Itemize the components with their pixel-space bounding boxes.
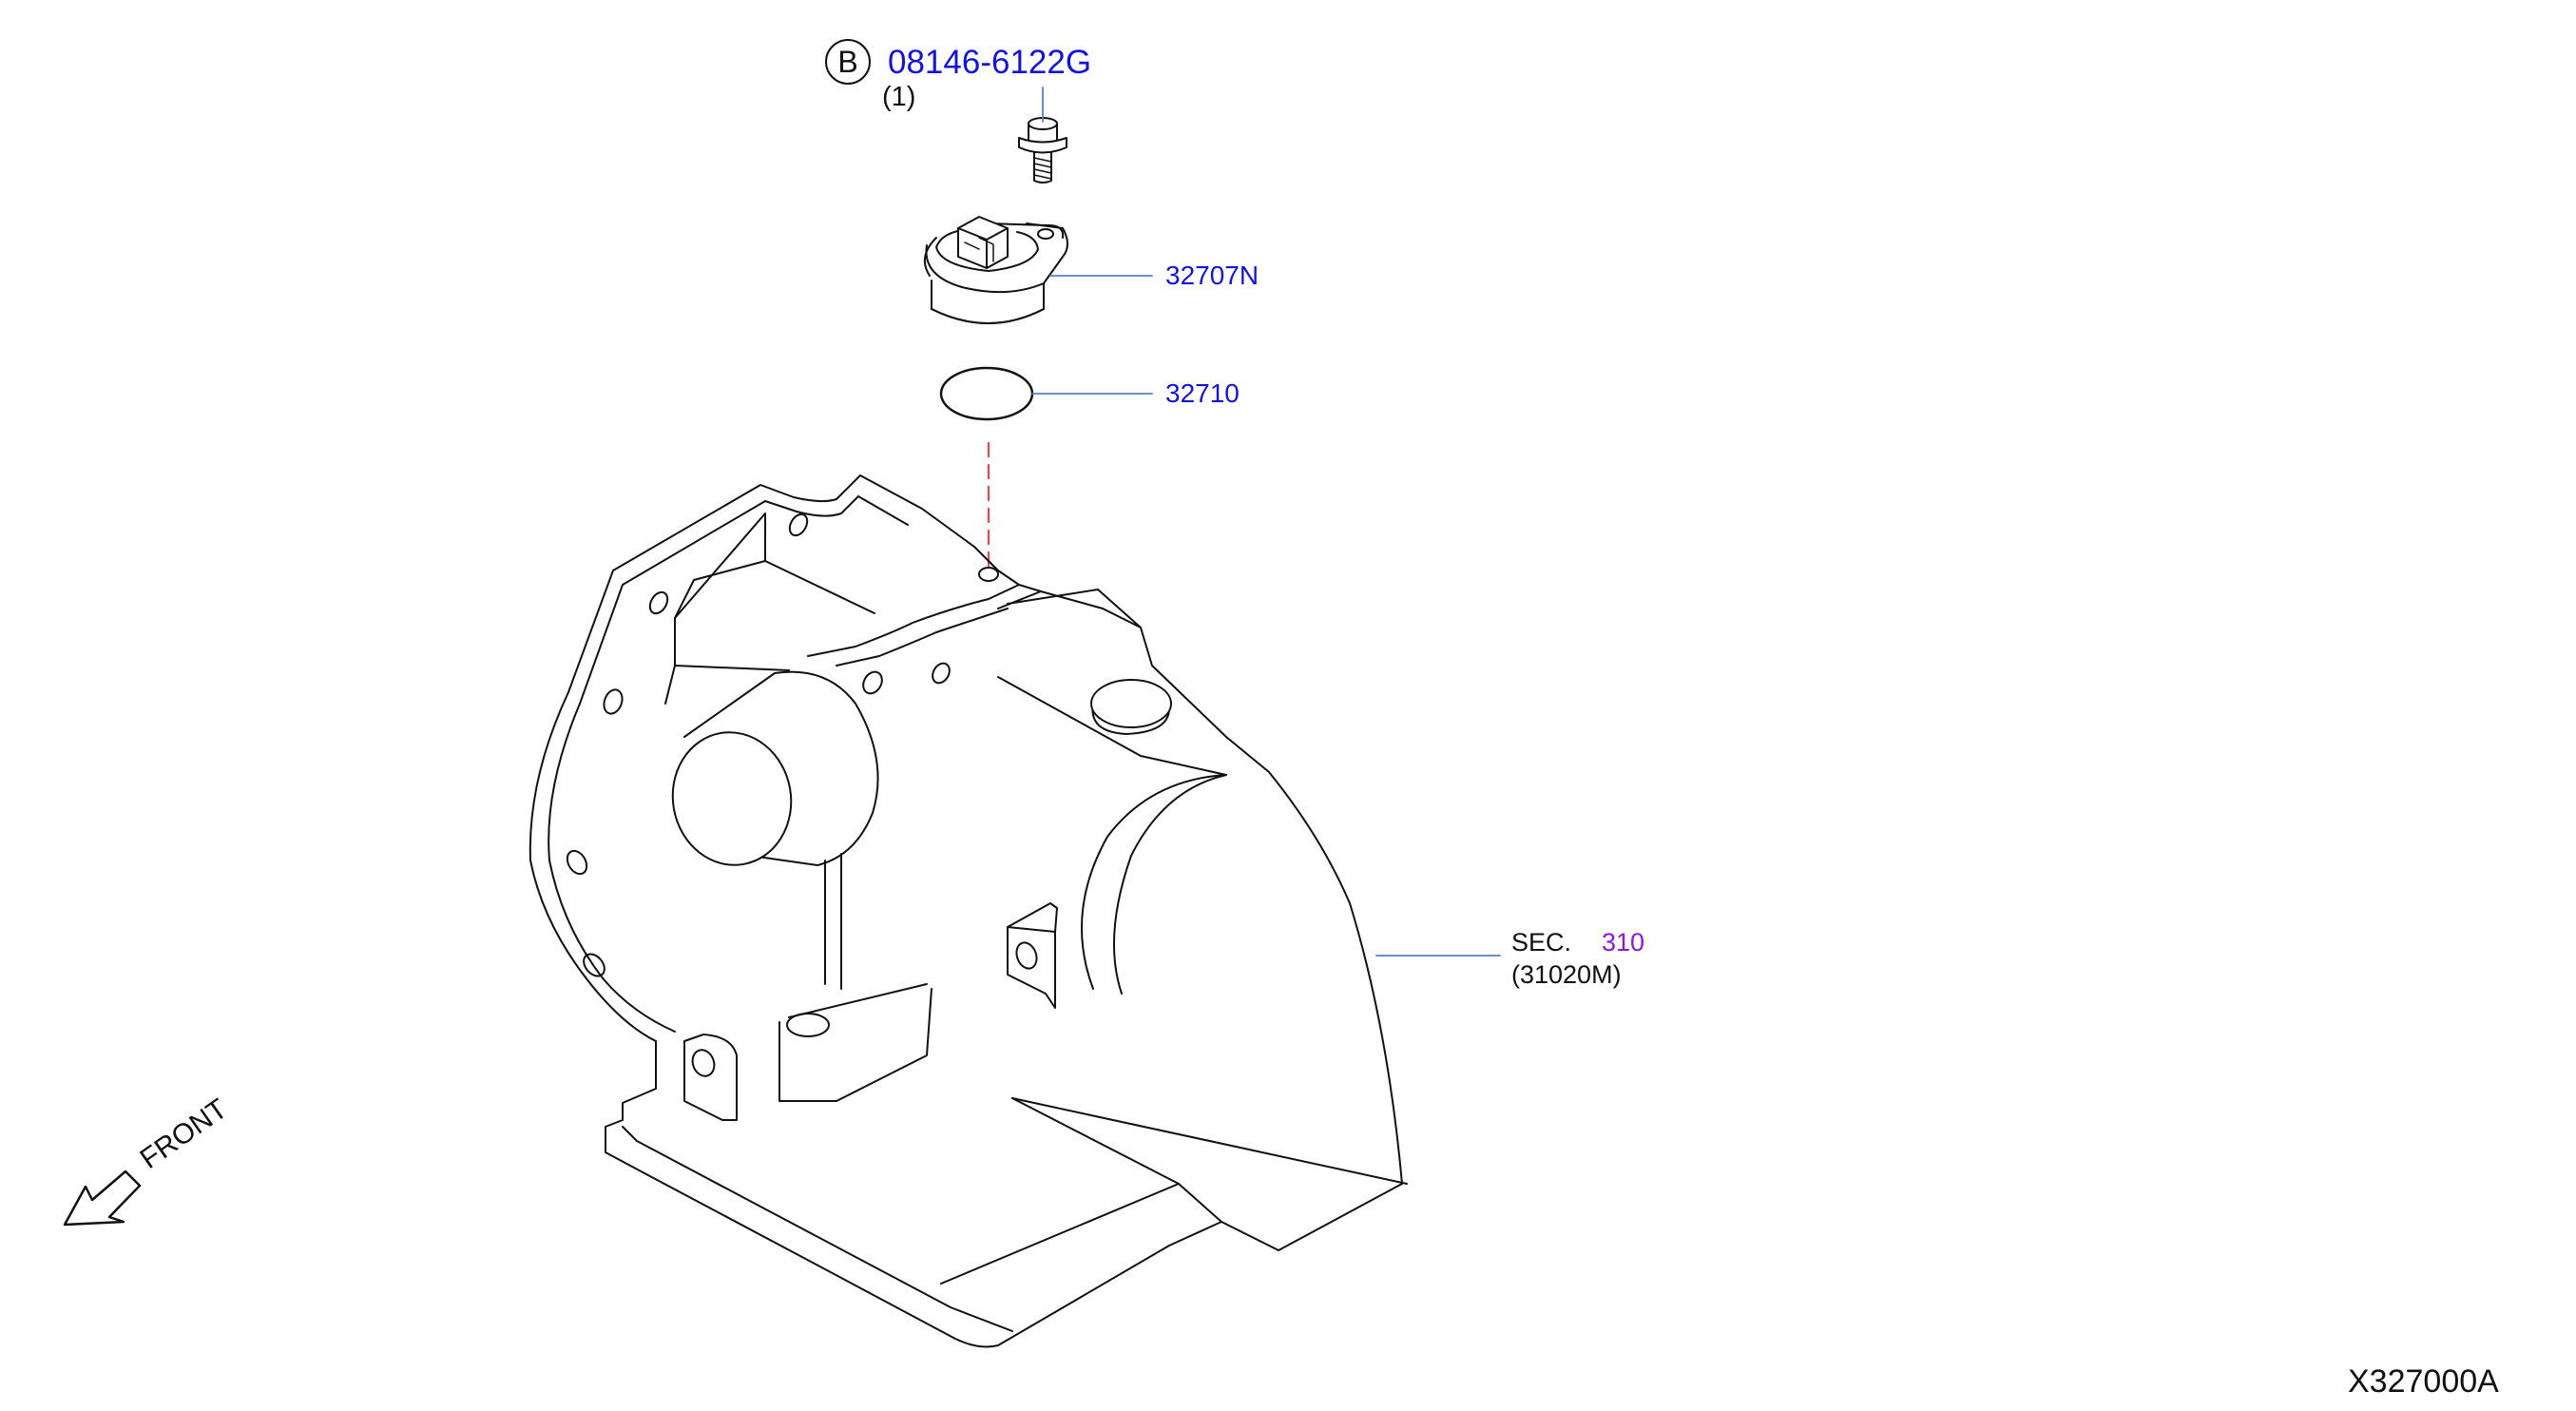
bolt-drawing [1018,117,1067,184]
sensor-part-number[interactable]: 32707N [1165,261,1259,290]
bolt-quantity: (1) [882,82,916,112]
oring-part-number[interactable]: 32710 [1165,378,1240,408]
leader-lines [1031,87,1501,957]
oring-drawing [939,366,1034,421]
reference-callout-b: B [825,39,871,85]
section-prefix: SEC. [1511,928,1572,957]
section-assembly-code: (31020M) [1511,960,1622,989]
sensor-drawing [923,216,1068,324]
transmission-case-drawing [529,474,1408,1348]
section-number[interactable]: 310 [1602,928,1645,957]
diagram-id: X327000A [2348,1363,2499,1400]
front-arrow-icon [63,1169,142,1227]
bolt-part-number[interactable]: 08146-6122G [888,44,1092,81]
